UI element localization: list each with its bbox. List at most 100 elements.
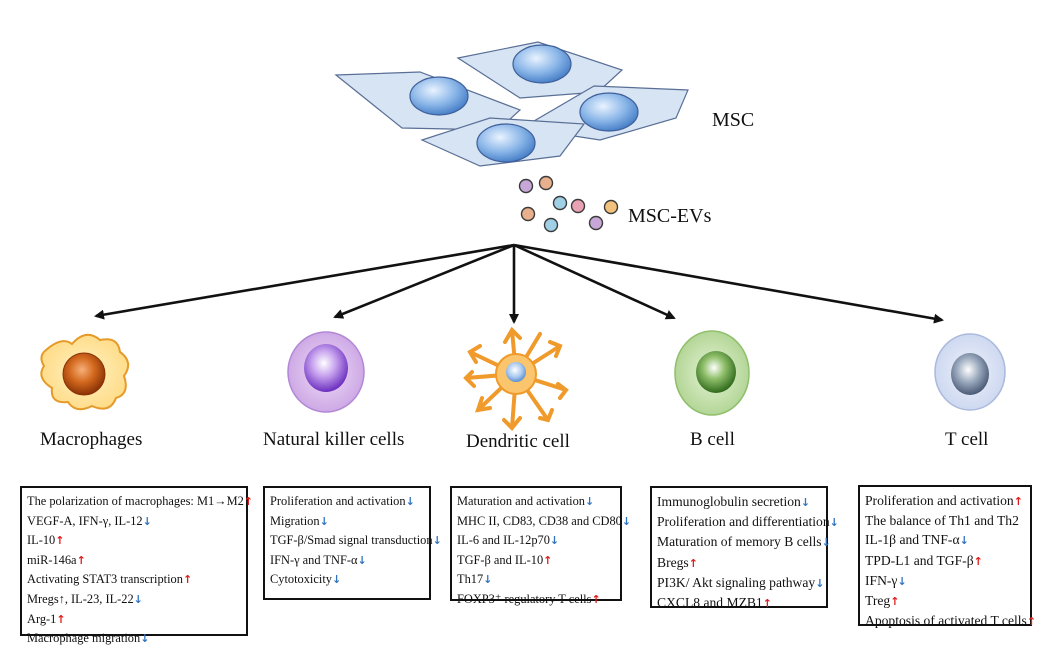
msc-cells-illustration — [334, 41, 689, 167]
effect-line: Bregs↑ — [657, 553, 821, 573]
effect-text: TGF-β and IL-10 — [457, 552, 544, 567]
effect-line: Proliferation and differentiation↓ — [657, 512, 839, 532]
effect-text: Migration — [270, 513, 320, 528]
effect-text: Activating STAT3 transcription — [27, 572, 183, 587]
effect-line: IFN-γ↓ — [865, 571, 1025, 591]
dendritic-cell-label: Dendritic cell — [466, 431, 570, 452]
effect-text: Proliferation and activation — [865, 493, 1014, 508]
decrease-arrow-icon: ↓ — [829, 516, 839, 530]
vesicle — [603, 199, 619, 215]
decrease-arrow-icon: ↓ — [405, 495, 415, 508]
effect-line: IL-1β and TNF-α↓ — [865, 530, 1025, 550]
msc-nucleus — [409, 76, 469, 116]
effect-line: IL-10↑ — [27, 531, 241, 551]
effect-line: Macrophage migration↓ — [27, 629, 241, 649]
effect-line: CXCL8 and MZB1↑ — [657, 593, 821, 613]
macrophages-label: Macrophages — [40, 429, 143, 450]
effect-text: The polarization of macrophages: M1→M2 — [27, 494, 244, 508]
extracellular-vesicles-illustration — [518, 175, 619, 233]
effect-text: Bregs — [657, 554, 689, 570]
decrease-arrow-icon: ↓ — [959, 534, 969, 548]
decrease-arrow-icon: ↓ — [821, 536, 831, 550]
natural-killer-cell-illustration — [287, 331, 365, 413]
vesicle — [570, 198, 586, 214]
effect-text: Maturation of memory B cells — [657, 534, 822, 550]
increase-arrow-icon: ↑ — [56, 612, 66, 626]
effect-text: IFN-γ — [865, 572, 898, 588]
effect-text: TPD-L1 and TGF-β — [865, 552, 974, 568]
vesicle — [543, 217, 559, 233]
vesicle — [518, 178, 534, 194]
decrease-arrow-icon: ↓ — [815, 576, 825, 590]
effect-line: miR-146a↑ — [27, 551, 241, 571]
vesicle — [552, 195, 568, 211]
decrease-arrow-icon: ↓ — [483, 573, 493, 587]
effect-line: PI3K/ Akt signaling pathway↓ — [657, 573, 825, 593]
effect-text: Proliferation and differentiation — [657, 514, 830, 530]
increase-arrow-icon: ↑ — [762, 597, 772, 611]
decrease-arrow-icon: ↓ — [549, 534, 560, 548]
decrease-arrow-icon: ↓ — [140, 632, 150, 646]
dendritic-cell-effects-box: Maturation and activation↓MHC II, CD83, … — [450, 486, 631, 606]
effect-line: Mregs↑, IL-23, IL-22↓ — [27, 590, 241, 610]
effect-line: Th17↓ — [457, 570, 615, 590]
effect-text: miR-146a — [27, 552, 77, 567]
effect-text: IL-1β and TNF-α — [865, 532, 960, 548]
b-cell-label: B cell — [690, 429, 735, 450]
increase-arrow-icon: ↑ — [1013, 495, 1023, 508]
vesicle — [520, 206, 536, 222]
effect-line: TGF-β/Smad signal transduction↓ — [270, 531, 442, 551]
b-cell-effects-box: Immunoglobulin secretion↓Proliferation a… — [650, 486, 839, 610]
effect-text: IL-10 — [27, 533, 56, 548]
decrease-arrow-icon: ↓ — [357, 553, 367, 567]
effect-line: Proliferation and activation↑ — [865, 491, 1025, 511]
decrease-arrow-icon: ↓ — [432, 534, 442, 548]
msc-nucleus — [579, 92, 639, 132]
effect-text: Proliferation and activation — [270, 494, 406, 508]
effect-text: PI3K/ Akt signaling pathway — [657, 574, 816, 590]
macrophage-illustration — [40, 333, 130, 411]
vesicle — [538, 175, 554, 191]
effect-text: Treg — [865, 593, 891, 609]
macrophage-effects-box: The polarization of macrophages: M1→M2↑V… — [20, 486, 253, 645]
effect-line: IL-6 and IL-12p70↓ — [457, 531, 615, 551]
decrease-arrow-icon: ↓ — [133, 592, 143, 606]
arrow-to-nk-cells — [333, 243, 515, 319]
increase-arrow-icon: ↑ — [591, 592, 601, 606]
increase-arrow-icon: ↑ — [688, 556, 698, 570]
effect-line: Maturation and activation↓ — [457, 492, 615, 512]
effect-line: Immunoglobulin secretion↓ — [657, 492, 821, 512]
decrease-arrow-icon: ↓ — [142, 514, 152, 528]
effect-text: Mregs↑, IL-23, IL-22 — [27, 591, 134, 606]
decrease-arrow-icon: ↓ — [621, 514, 632, 528]
decrease-arrow-icon: ↓ — [319, 514, 329, 528]
increase-arrow-icon: ↑ — [55, 534, 65, 548]
effect-line: Activating STAT3 transcription↑ — [27, 570, 241, 590]
b-cell-illustration — [674, 330, 750, 416]
effect-line: IFN-γ and TNF-α↓ — [270, 551, 424, 571]
effect-line: TPD-L1 and TGF-β↑ — [865, 551, 1025, 571]
decrease-arrow-icon: ↓ — [897, 574, 907, 588]
t-cell-label: T cell — [945, 429, 989, 450]
effect-text: TGF-β/Smad signal transduction — [270, 533, 433, 548]
increase-arrow-icon: ↑ — [543, 553, 553, 567]
effect-text: Cytotoxicity — [270, 572, 332, 587]
effect-line: The balance of Th1 and Th2 — [865, 511, 1025, 530]
decrease-arrow-icon: ↓ — [585, 495, 595, 508]
msc-nucleus — [512, 44, 572, 84]
msc-nucleus — [476, 123, 536, 163]
arrow-to-b-cell — [513, 243, 676, 320]
arrows — [94, 243, 944, 324]
effect-line: Migration↓ — [270, 512, 424, 532]
natural-killer-cells-label: Natural killer cells — [263, 429, 405, 450]
arrow-to-t-cell — [513, 243, 944, 324]
effect-line: MHC II, CD83, CD38 and CD80↓ — [457, 512, 631, 532]
decrease-arrow-icon: ↓ — [800, 496, 811, 509]
effect-text: IL-6 and IL-12p70 — [457, 533, 550, 548]
increase-arrow-icon: ↑ — [243, 495, 253, 508]
effect-line: Arg-1↑ — [27, 610, 241, 630]
t-cell-effects-box: Proliferation and activation↑The balance… — [858, 485, 1036, 628]
effect-line: TGF-β and IL-10↑ — [457, 551, 615, 571]
increase-arrow-icon: ↑ — [890, 595, 900, 609]
